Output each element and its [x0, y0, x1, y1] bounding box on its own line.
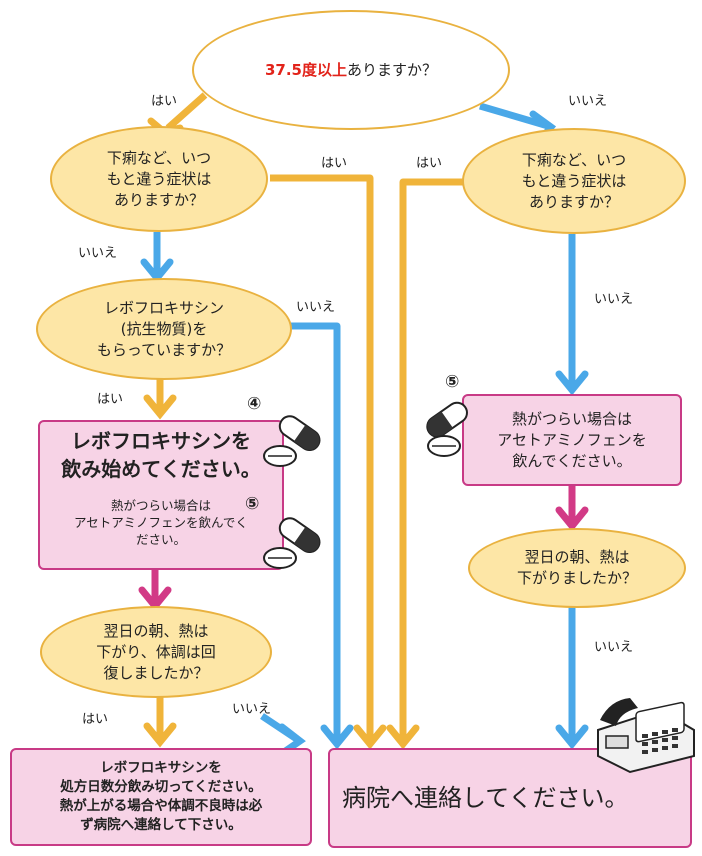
label-left-diarrhea-yes: はい [321, 156, 348, 171]
arrowhead-right-no [555, 370, 589, 396]
arrowhead-levo-yes [143, 394, 177, 420]
left-next-morning-question: 翌日の朝、熱は 下がり、体調は回 復しましたか？ [40, 606, 272, 698]
marker-four: ④ [247, 394, 262, 414]
levofloxacin-fever-text: 熱がつらい場合は アセトアミノフェンを飲んでく ださい。 [74, 497, 248, 547]
arrowhead-morning-yes [143, 722, 177, 748]
start-question: 37.5度以上ありますか？ [192, 10, 510, 130]
arrowhead-right-morning-no [555, 724, 589, 750]
label-right-diarrhea-no: いいえ [594, 292, 634, 307]
arrow-start-yes [165, 92, 208, 131]
telephone-icon [597, 698, 695, 774]
marker-five-left: ⑤ [245, 494, 260, 514]
right-diarrhea-question: 下痢など、いつ もと違う症状は ありますか？ [462, 128, 686, 234]
pill-icon [263, 517, 321, 569]
right-fever-box: 熱がつらい場合は アセトアミノフェンを 飲んでください。 [462, 394, 682, 486]
arrow-start-no [479, 102, 549, 130]
label-left-morning-yes: はい [82, 712, 109, 727]
label-left-diarrhea-no: いいえ [78, 246, 118, 261]
levofloxacin-start-text: レボフロキサシンを 飲み始めてください。 [61, 428, 261, 481]
start-rest: ありますか？ [347, 60, 438, 79]
arrow-left-diarrhea-yes [270, 174, 374, 742]
arrowhead-left-yes [353, 724, 387, 750]
arrowhead-right-yes [386, 724, 420, 750]
start-highlight: 37.5度以上 [264, 60, 347, 79]
label-right-morning-no: いいえ [594, 640, 634, 655]
marker-five-right: ⑤ [445, 372, 460, 392]
levofloxacin-start-box: レボフロキサシンを 飲み始めてください。 熱がつらい場合は アセトアミノフェンを… [38, 420, 284, 570]
label-start-yes: はい [151, 94, 178, 109]
arrow-right-diarrhea-yes [399, 178, 468, 742]
label-levo-yes: はい [97, 392, 124, 407]
arrowhead-right-fever-next [555, 506, 589, 530]
pill-icon [263, 415, 321, 467]
arrowhead-levo-no [320, 724, 354, 750]
pill-icon [426, 401, 468, 457]
right-next-morning-question: 翌日の朝、熱は 下がりましたか？ [468, 528, 686, 608]
label-levo-no: いいえ [296, 300, 336, 315]
label-right-diarrhea-yes: はい [416, 156, 443, 171]
label-start-no: いいえ [568, 94, 608, 109]
arrow-levo-no [290, 322, 341, 742]
levofloxacin-question: レボフロキサシン (抗生物質)を もらっていますか？ [36, 278, 292, 380]
label-left-morning-no: いいえ [232, 702, 272, 717]
left-diarrhea-question: 下痢など、いつ もと違う症状は ありますか？ [50, 126, 268, 232]
finish-course-box: レボフロキサシンを 処方日数分飲み切ってください。 熱が上がる場合や体調不良時は… [10, 748, 312, 846]
